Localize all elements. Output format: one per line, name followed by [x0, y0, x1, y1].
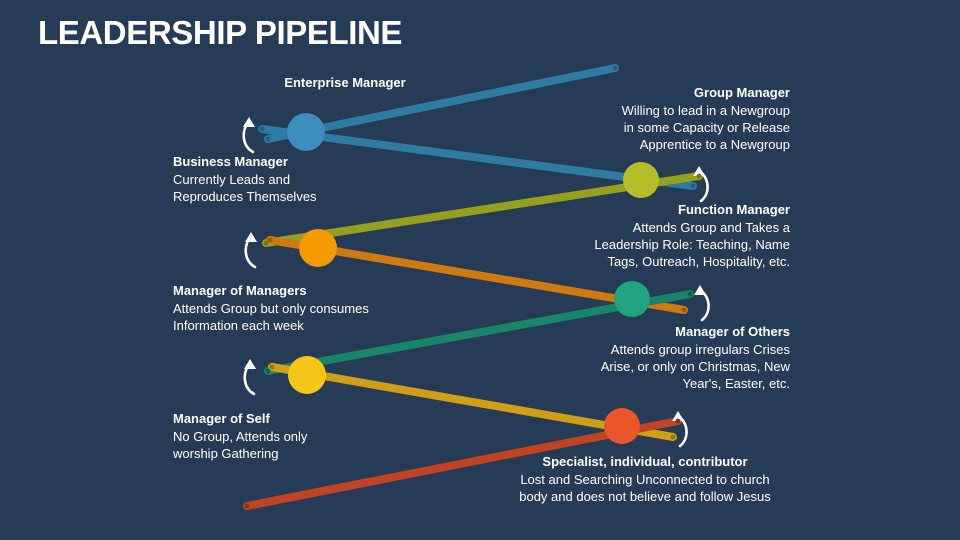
arrowhead-blue: [243, 117, 255, 127]
node-teal[interactable]: [614, 281, 650, 317]
arrowhead-orange: [245, 232, 257, 242]
arrowhead-olive: [693, 166, 705, 176]
label-title: Enterprise Manager: [284, 75, 406, 90]
node-orange[interactable]: [299, 229, 337, 267]
label-desc: Lost and Searching Unconnected to church…: [519, 471, 771, 504]
label-enterprise-manager: Enterprise Manager: [200, 75, 490, 93]
link-blue-to-olive: [258, 125, 697, 190]
label-specialist: Specialist, individual, contributor Lost…: [480, 454, 810, 506]
label-group-manager: Group Manager Willing to lead in a Newgr…: [520, 85, 790, 154]
node-yellow[interactable]: [288, 356, 326, 394]
label-function-manager: Function Manager Attends Group and Takes…: [520, 202, 790, 271]
arrowhead-red: [672, 411, 684, 421]
node-olive[interactable]: [623, 162, 659, 198]
label-title: Manager of Managers: [173, 283, 307, 298]
label-title: Manager of Others: [675, 324, 790, 339]
link-red-to-end: [243, 417, 682, 510]
label-title: Function Manager: [678, 202, 790, 217]
node-blue[interactable]: [287, 113, 325, 151]
label-manager-of-others: Manager of Others Attends group irregula…: [520, 324, 790, 393]
label-title: Manager of Self: [173, 411, 270, 426]
label-title: Group Manager: [693, 85, 790, 100]
label-title: Specialist, individual, contributor: [542, 454, 748, 469]
page-title: LEADERSHIP PIPELINE: [38, 14, 403, 51]
link-blue-upper: [264, 64, 619, 143]
line-end-caps: [244, 65, 702, 509]
arrowhead-teal: [694, 285, 706, 295]
label-manager-of-managers: Manager of Managers Attends Group but on…: [173, 283, 493, 335]
node-red[interactable]: [604, 408, 640, 444]
label-title: Business Manager: [173, 154, 288, 169]
arrowhead-yellow: [244, 359, 256, 369]
